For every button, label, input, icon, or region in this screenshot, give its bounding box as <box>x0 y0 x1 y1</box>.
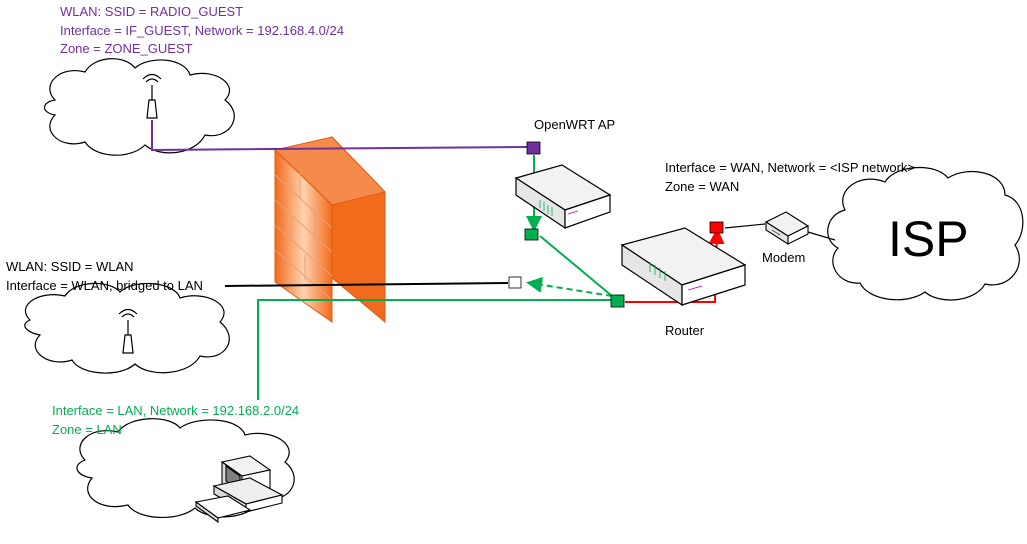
antenna-icon <box>118 308 138 354</box>
guest-zone-label: Zone = ZONE_GUEST <box>60 41 193 56</box>
cloud-icon <box>43 58 235 156</box>
router-icon <box>514 164 612 230</box>
wan-interface-label: Interface = WAN, Network = <ISP network> <box>665 160 915 175</box>
antenna-icon <box>142 73 162 119</box>
router-lan-port <box>610 294 625 308</box>
guest-port <box>526 141 541 155</box>
ap-label: OpenWRT AP <box>534 117 615 132</box>
lan-link <box>257 299 612 400</box>
ap-lan-port <box>524 228 539 241</box>
firewall-icon <box>273 135 386 324</box>
isp-link <box>807 231 836 241</box>
wlan-interface-label: Interface = WLAN, bridged to LAN <box>6 278 203 293</box>
wan-zone-label: Zone = WAN <box>665 179 739 194</box>
computer-icon <box>194 455 284 524</box>
guest-ssid-label: WLAN: SSID = RADIO_GUEST <box>60 4 243 19</box>
wlan-link <box>224 282 509 287</box>
guest-link <box>151 120 529 152</box>
lan-interface-label: Interface = LAN, Network = 192.168.2.0/2… <box>52 403 299 418</box>
router-wan-port <box>709 221 724 234</box>
cloud-icon <box>827 166 1024 301</box>
guest-interface-label: Interface = IF_GUEST, Network = 192.168.… <box>60 23 344 38</box>
isp-label: ISP <box>888 211 969 267</box>
ap-router-link <box>539 235 613 297</box>
modem-icon <box>764 211 810 246</box>
wlan-ssid-label: WLAN: SSID = WLAN <box>6 259 134 274</box>
wlan-port <box>508 276 522 289</box>
router-label: Router <box>665 323 705 338</box>
router-icon <box>620 227 747 307</box>
lan-zone-label: Zone = LAN <box>52 422 122 437</box>
cloud-icon <box>24 282 230 374</box>
modem-link <box>724 223 766 229</box>
modem-label: Modem <box>762 250 805 265</box>
bridge-link <box>526 276 613 297</box>
